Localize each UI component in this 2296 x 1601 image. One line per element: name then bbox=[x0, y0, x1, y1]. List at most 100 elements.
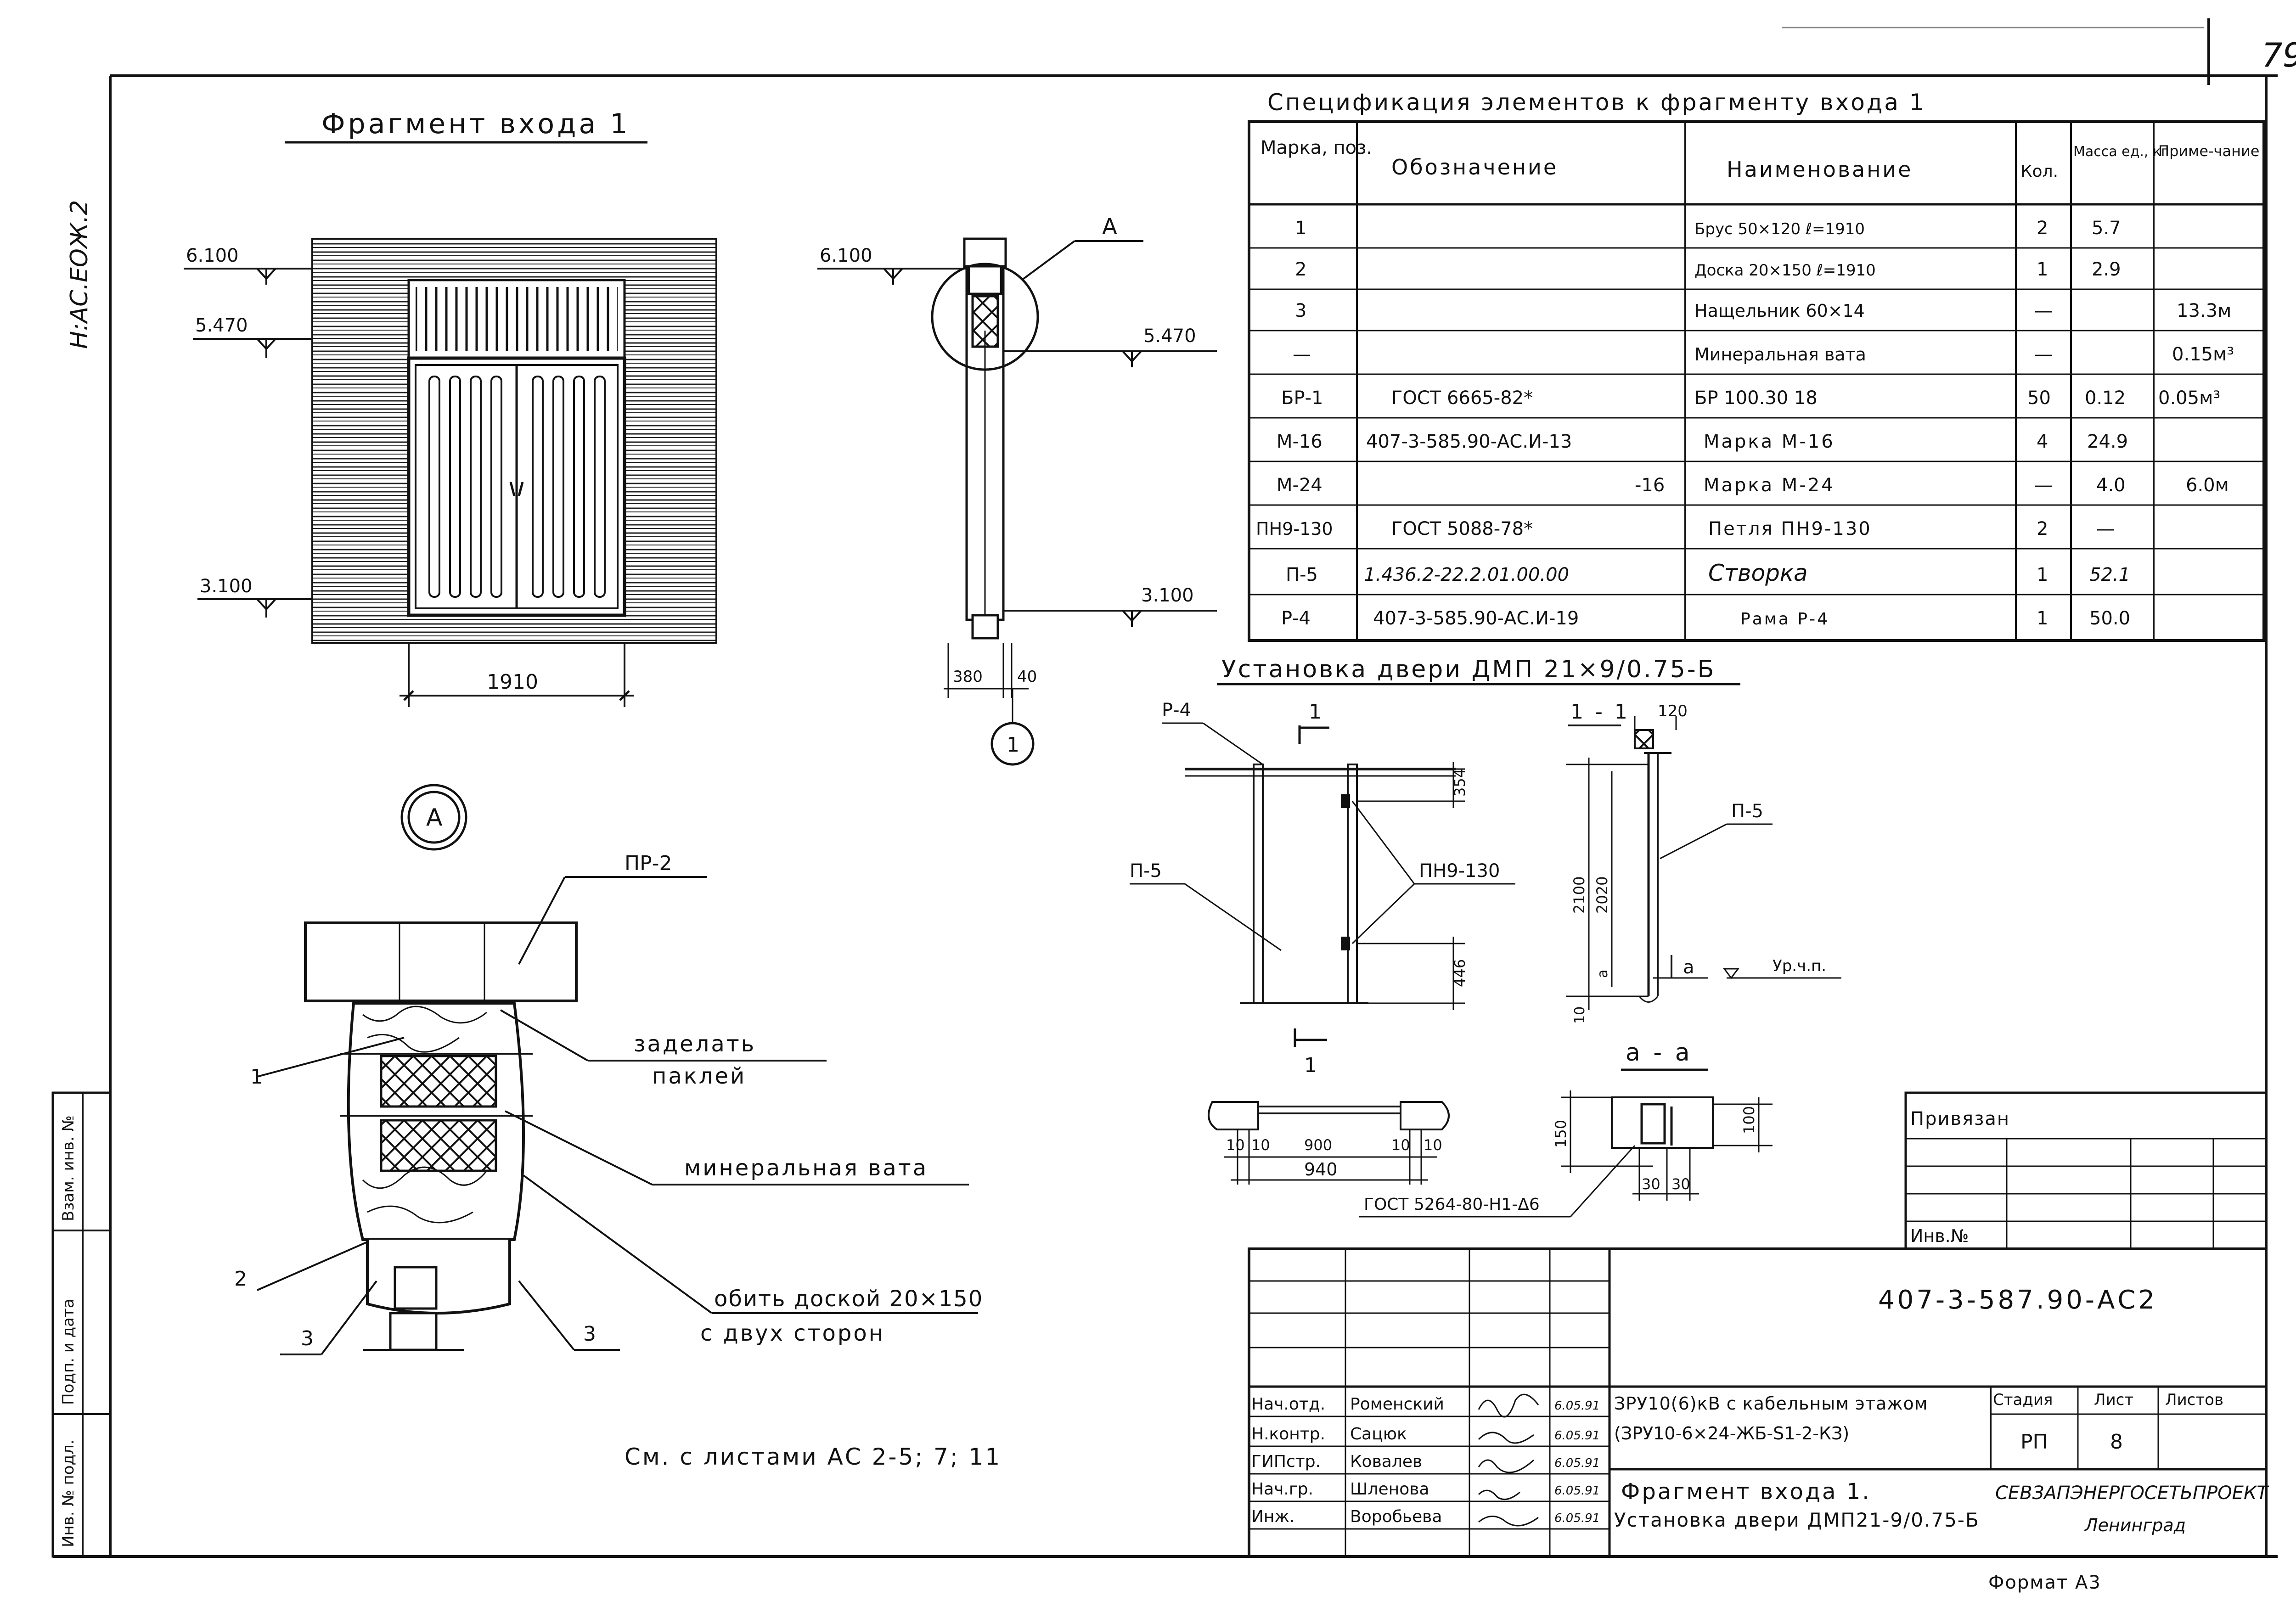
spec-row-name: Доска 20×150 ℓ=1910 bbox=[1694, 261, 1876, 280]
door-dim-120: 120 bbox=[1658, 702, 1688, 720]
spec-row-name: Створка bbox=[1708, 560, 1808, 586]
stamp-person-name: Шленова bbox=[1350, 1480, 1429, 1499]
stamp-person-name: Роменский bbox=[1350, 1395, 1444, 1414]
spec-row-qty: 2 bbox=[2037, 518, 2048, 539]
margin-vzam: Взам. инв. № bbox=[59, 1115, 78, 1221]
stamp-role: Нач.отд. bbox=[1251, 1395, 1325, 1414]
stamp-role: Н.контр. bbox=[1251, 1425, 1325, 1444]
stamp-sheet: 8 bbox=[2110, 1430, 2123, 1454]
spec-row-mass: 0.12 bbox=[2085, 388, 2126, 409]
fragment-title: Фрагмент входа 1 bbox=[321, 108, 630, 140]
section-mark: 1 bbox=[1007, 733, 1019, 757]
spec-row-designation: 407-3-585.90-АС.И-13 bbox=[1366, 431, 1572, 452]
stamp-inv: Инв.№ bbox=[1910, 1226, 1969, 1246]
door-dim-2100: 2100 bbox=[1570, 876, 1588, 914]
aa-dim-150: 150 bbox=[1552, 1120, 1570, 1148]
door-label-level: Ур.ч.п. bbox=[1773, 957, 1826, 975]
spec-row-note: 0.15м³ bbox=[2172, 344, 2234, 365]
signatures bbox=[1478, 1393, 1539, 1527]
spec-row-qty: — bbox=[2034, 475, 2053, 496]
stamp-role: ГИПстр. bbox=[1251, 1452, 1321, 1471]
spec-title: Спецификация элементов к фрагменту входа… bbox=[1267, 89, 1926, 116]
door-section-top: 1 bbox=[1309, 700, 1322, 724]
note-seal-1: заделать bbox=[634, 1031, 756, 1057]
door-label-r4: Р-4 bbox=[1162, 700, 1191, 721]
spec-row-name: Марка М-16 bbox=[1704, 431, 1835, 452]
margin-stamp: Взам. инв. № Подп. и дата Инв. № подл. bbox=[51, 1091, 112, 1558]
fragment-callout: А bbox=[1102, 214, 1117, 240]
door-label-p5: П-5 bbox=[1130, 860, 1162, 882]
plan-dim: 10 bbox=[1251, 1136, 1270, 1154]
stamp-person-name: Воробьева bbox=[1350, 1507, 1442, 1526]
door-section-bottom: 1 bbox=[1304, 1054, 1317, 1077]
stamp-person-name: Ковалев bbox=[1350, 1452, 1422, 1471]
door-label-a-right: а bbox=[1683, 957, 1694, 978]
door-label-a-left: а bbox=[1595, 970, 1611, 978]
stamp-date: 6.05.91 bbox=[1554, 1429, 1600, 1443]
section-dim-wall: 380 bbox=[953, 668, 983, 686]
door-dim-446: 446 bbox=[1451, 959, 1469, 987]
page-number: 79 bbox=[2262, 36, 2296, 74]
detail-marker: А bbox=[426, 804, 443, 831]
spec-row-qty: — bbox=[2034, 344, 2053, 365]
stamp-role: Нач.гр. bbox=[1251, 1480, 1313, 1499]
stamp-date: 6.05.91 bbox=[1554, 1456, 1600, 1470]
fragment-level-bottom: 3.100 bbox=[200, 576, 253, 597]
door-label-pn9: ПН9-130 bbox=[1419, 860, 1500, 882]
spec-row-designation: ГОСТ 6665-82* bbox=[1391, 388, 1533, 409]
spec-row-qty: 2 bbox=[2037, 218, 2048, 239]
stamp-stage-header: Стадия bbox=[1993, 1391, 2053, 1409]
spec-row-note: 0.05м³ bbox=[2158, 388, 2220, 409]
spec-header-name: Наименование bbox=[1727, 157, 1913, 182]
spec-header-qty: Кол. bbox=[2020, 162, 2058, 181]
spec-row-mark: БР-1 bbox=[1281, 388, 1323, 409]
aa-dim-30b: 30 bbox=[1671, 1175, 1690, 1193]
spec-row-qty: 50 bbox=[2027, 388, 2051, 409]
aa-dim-100: 100 bbox=[1740, 1106, 1758, 1134]
spec-row-mass: 24.9 bbox=[2087, 431, 2128, 452]
section-level-mid: 5.470 bbox=[1143, 326, 1196, 347]
spec-row-mass: 5.7 bbox=[2092, 218, 2121, 239]
fragment-section: А 6.100 5.470 3.100 380 40 1 bbox=[817, 214, 1217, 766]
spec-row-name: Рама Р-4 bbox=[1740, 610, 1829, 629]
door-installation: Установка двери ДМП 21×9/0.75-Б Р-4 354 … bbox=[1130, 656, 1841, 1218]
spec-row-note: 13.3м bbox=[2177, 300, 2231, 321]
section-level-bottom: 3.100 bbox=[1141, 585, 1194, 606]
format-label: Формат А3 bbox=[1988, 1572, 2101, 1593]
spec-row-mark: П-5 bbox=[1286, 564, 1318, 585]
stamp-object-2: (ЗРУ10-6×24-ЖБ-S1-2-КЗ) bbox=[1614, 1423, 1849, 1444]
stamp-date: 6.05.91 bbox=[1554, 1484, 1600, 1498]
spec-row-designation: 1.436.2-22.2.01.00.00 bbox=[1364, 564, 1569, 585]
weld-note: ГОСТ 5264-80-Н1-Δ6 bbox=[1364, 1195, 1540, 1214]
spec-row-name: Нащельник 60×14 bbox=[1694, 301, 1865, 321]
spec-row-name: Минеральная вата bbox=[1694, 344, 1866, 365]
detail-pos-1: 1 bbox=[250, 1065, 263, 1089]
spec-row-mark: М-24 bbox=[1277, 475, 1322, 496]
callout-circle bbox=[931, 263, 1039, 371]
spec-row-name: БР 100.30 18 bbox=[1694, 388, 1818, 409]
door-label-p5-section: П-5 bbox=[1731, 801, 1763, 822]
detail-pr-label: ПР-2 bbox=[625, 852, 672, 875]
plan-dim: 10 bbox=[1424, 1136, 1442, 1154]
door-dim-2020: 2020 bbox=[1593, 876, 1611, 914]
spec-row-qty: 1 bbox=[2037, 608, 2048, 629]
spec-row-mark: ПН9-130 bbox=[1256, 519, 1333, 539]
stamp-sheet-title-1: Фрагмент входа 1. bbox=[1621, 1479, 1871, 1505]
title-block: Привязан Инв.№ 407-3-587.90-АС2 Нач.отд.… bbox=[1248, 1091, 2269, 1558]
aa-dim-30a: 30 bbox=[1642, 1175, 1660, 1193]
spec-row-mass: — bbox=[2096, 518, 2115, 539]
spec-rows: 1 Брус 50×120 ℓ=1910 2 5.7 2 Доска 20×15… bbox=[1256, 218, 2234, 629]
spec-row-mark: М-16 bbox=[1277, 431, 1322, 452]
spec-row-note: 6.0м bbox=[2186, 475, 2229, 496]
spec-row-designation: -16 bbox=[1635, 475, 1665, 496]
stamp-sheets-header: Листов bbox=[2165, 1391, 2223, 1409]
stamp-org: СЕВЗАПЭНЕРГОСЕТЬПРОЕКТ bbox=[1995, 1483, 2269, 1504]
see-sheets-note: См. с листами АС 2-5; 7; 11 bbox=[625, 1444, 1002, 1470]
spec-header-designation: Обозначение bbox=[1391, 155, 1558, 180]
door-title: Установка двери ДМП 21×9/0.75-Б bbox=[1221, 656, 1716, 683]
stamp-date: 6.05.91 bbox=[1554, 1399, 1600, 1413]
spec-row-name: Петля ПН9-130 bbox=[1708, 518, 1872, 539]
detail-pos-2: 2 bbox=[234, 1267, 247, 1291]
detail-pos-3b: 3 bbox=[583, 1322, 596, 1346]
spec-table: Спецификация элементов к фрагменту входа… bbox=[1248, 89, 2265, 642]
